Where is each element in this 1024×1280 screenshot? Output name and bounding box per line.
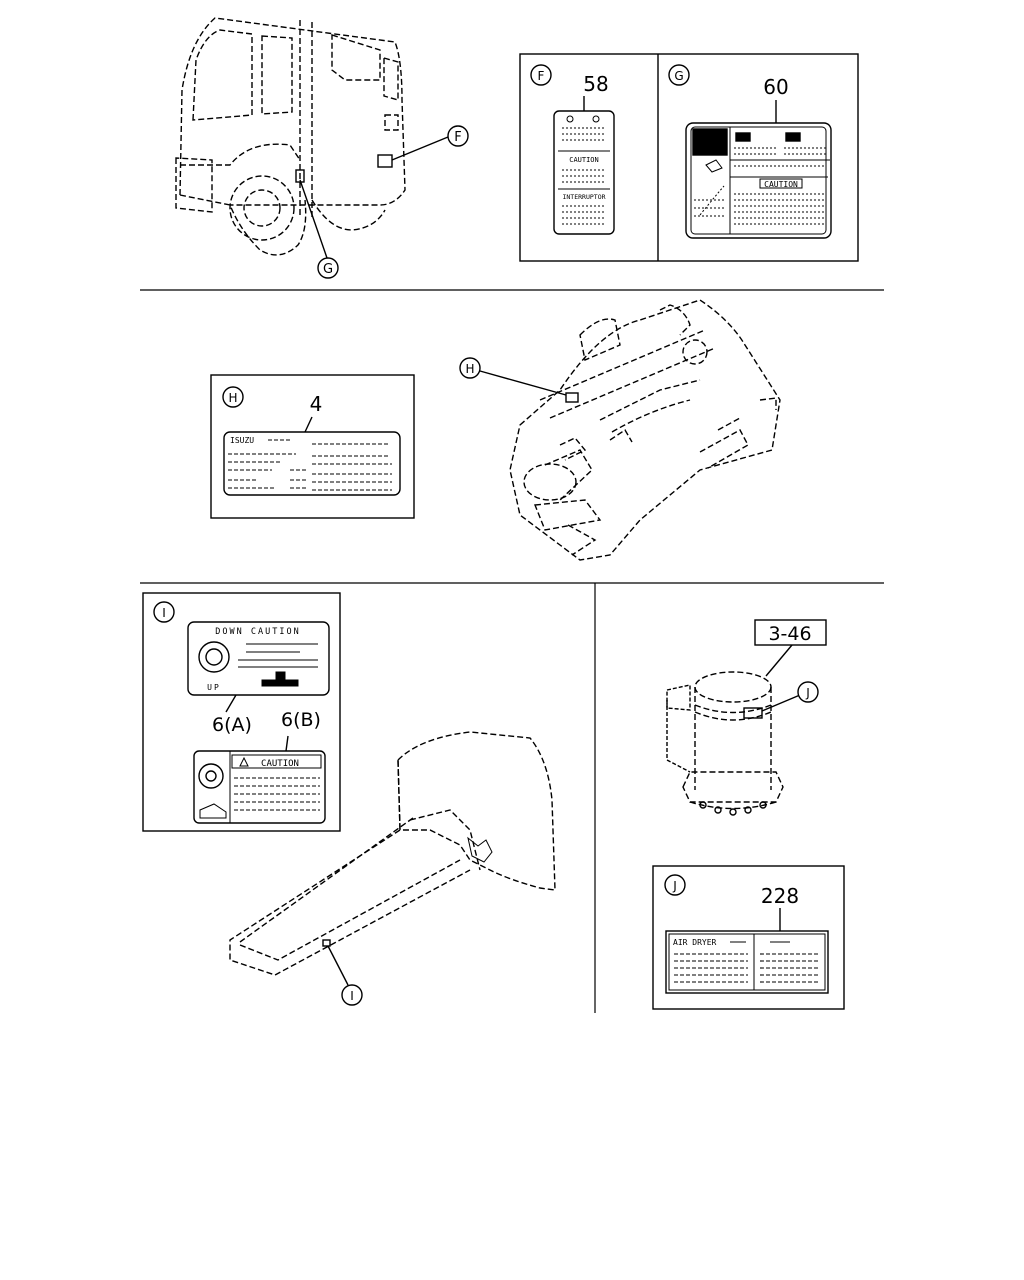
callout-G-leader (299, 179, 339, 279)
panel-G-part-number: 60 (763, 75, 788, 99)
frame-drawing (229, 731, 556, 976)
truck-cab-drawing (175, 17, 406, 256)
air-dryer-ref-box (754, 619, 827, 677)
panel-F-word-caution: CAUTION (569, 156, 599, 164)
frame-latch (467, 836, 493, 863)
panel-J-part-number: 228 (761, 884, 799, 908)
panel-H-part-number: 4 (310, 392, 323, 416)
engine-decal-spot (565, 392, 579, 403)
panel-F-part-number: 58 (583, 72, 608, 96)
callout-J-leader (761, 681, 819, 712)
panel-G (668, 64, 832, 239)
panel-I-letter: I (162, 606, 166, 620)
frame-decal-spot (322, 939, 331, 947)
callout-H-letter: H (465, 362, 474, 376)
panel-I (142, 592, 341, 832)
panel-F-word-interruptor: INTERRUPTOR (562, 193, 605, 201)
panel-J-word-air-dryer: AIR DRYER (673, 938, 717, 947)
air-dryer-ref-number: 3-46 (768, 623, 811, 645)
panel-I-label-a-up: UP (207, 683, 221, 692)
panel-I-label-b-caution: CAUTION (261, 759, 299, 769)
panel-J-letter: J (672, 879, 677, 893)
panel-G-word-caution: CAUTION (764, 180, 798, 189)
panel-I-label-a-title: DOWN CAUTION (215, 627, 300, 637)
panel-I-label-b-part-number: 6(B) (281, 709, 321, 731)
callout-F-letter: F (454, 130, 461, 145)
panel-F (530, 64, 615, 235)
section-dividers (140, 289, 884, 1013)
air-dryer-drawing (666, 671, 784, 816)
engine-drawing (509, 299, 781, 561)
panel-H (210, 374, 415, 519)
callout-G-letter: G (323, 262, 333, 277)
panel-H-word-isuzu: ISUZU (230, 436, 254, 445)
callout-I-leader (327, 945, 363, 1006)
callout-I-letter: I (350, 989, 354, 1003)
callout-F-leader (391, 125, 469, 161)
callout-J-letter: J (805, 686, 810, 700)
panel-H-letter: H (228, 391, 237, 405)
panel-F-letter: F (538, 69, 545, 83)
panel-J (652, 865, 845, 1010)
panel-I-label-a-part-number: 6(A) (212, 714, 252, 736)
fg-decal-box (519, 53, 859, 262)
panel-G-letter: G (674, 69, 683, 83)
callout-H-leader (459, 357, 567, 396)
